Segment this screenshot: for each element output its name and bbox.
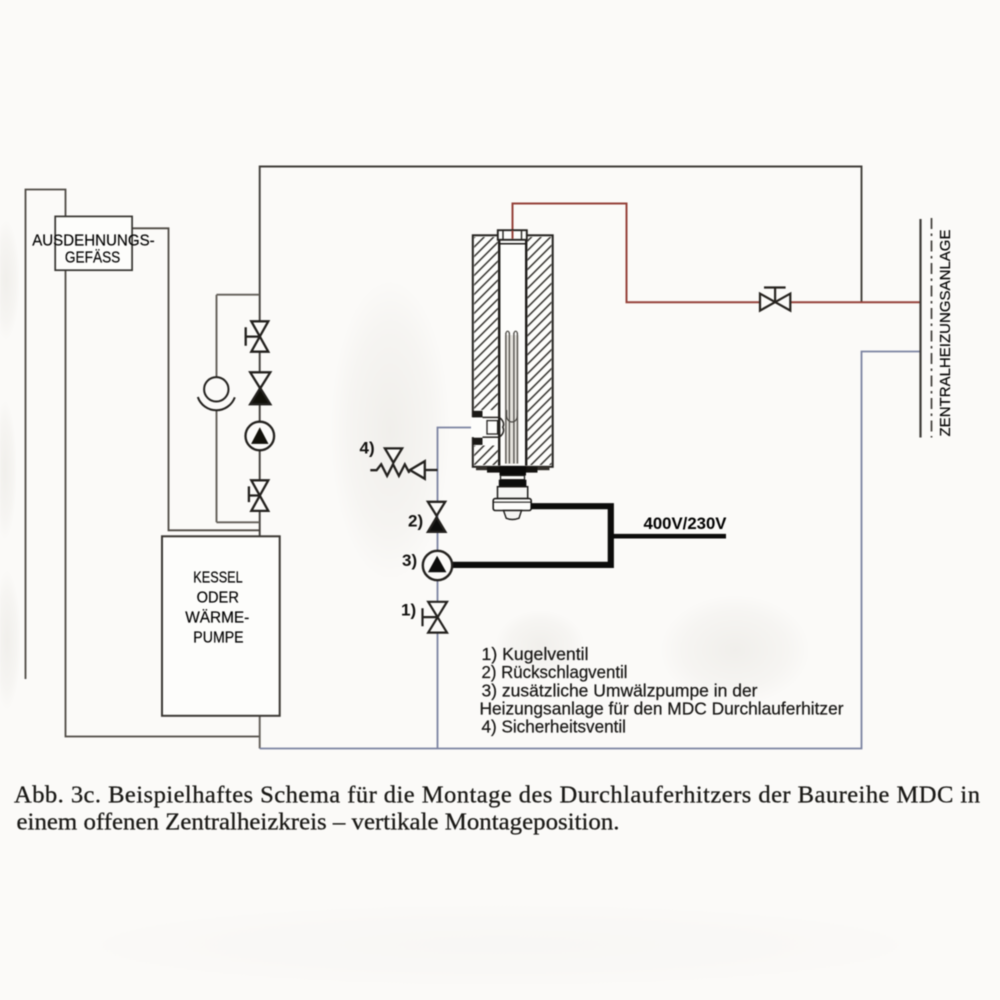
svg-text:WÄRME-: WÄRME- xyxy=(185,608,249,626)
svg-text:4): 4) xyxy=(360,439,375,458)
svg-text:KESSEL: KESSEL xyxy=(193,570,242,587)
svg-text:3): 3) xyxy=(402,551,417,570)
svg-text:GEFÄSS: GEFÄSS xyxy=(65,250,120,267)
svg-text:ZENTRALHEIZUNGSANLAGE: ZENTRALHEIZUNGSANLAGE xyxy=(937,230,954,437)
svg-text:PUMPE: PUMPE xyxy=(193,629,243,646)
svg-text:1) Kugelventil: 1) Kugelventil xyxy=(482,644,589,664)
svg-text:400V/230V: 400V/230V xyxy=(644,514,728,533)
svg-text:AUSDEHNUNGS-: AUSDEHNUNGS- xyxy=(32,233,155,250)
svg-text:Heizungsanlage für den MDC Dur: Heizungsanlage für den MDC Durchlauferhi… xyxy=(480,699,844,719)
svg-text:2) Rückschlagventil: 2) Rückschlagventil xyxy=(482,662,628,682)
svg-text:4) Sicherheitsventil: 4) Sicherheitsventil xyxy=(482,717,627,737)
svg-text:einem offenen Zentralheizkreis: einem offenen Zentralheizkreis – vertika… xyxy=(17,809,620,836)
svg-text:ODER: ODER xyxy=(197,589,239,606)
svg-text:3) zusätzliche Umwälzpumpe in: 3) zusätzliche Umwälzpumpe in der xyxy=(482,680,758,700)
svg-text:2): 2) xyxy=(408,512,423,531)
svg-text:1): 1) xyxy=(401,600,416,619)
svg-text:Abb. 3c. Beispielhaftes Schema: Abb. 3c. Beispielhaftes Schema für die M… xyxy=(14,782,980,809)
